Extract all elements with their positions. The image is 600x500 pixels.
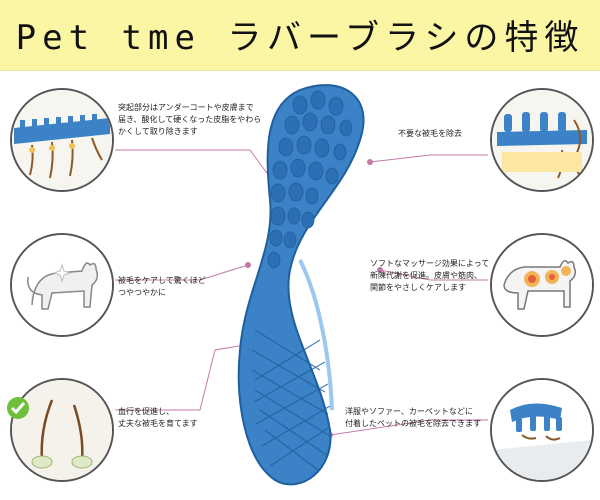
feature-3-illustration — [10, 233, 114, 337]
feature-4-line-1: ソフトなマッサージ効果によって — [370, 259, 490, 268]
feature-3-line-2: つやつやかに — [118, 288, 166, 297]
feature-2-line-1: 不要な被毛を除去 — [398, 129, 462, 138]
feature-1-line-3: かくして取り除きます — [118, 127, 198, 136]
shiny-cat-icon — [12, 235, 112, 335]
feature-6-line-1: 洋服やソファー、カーペットなどに — [345, 407, 473, 416]
feature-5-caption: 血行を促進し、 丈夫な被毛を育てます — [118, 406, 198, 430]
brush-product-image — [115, 84, 488, 486]
feature-1-line-2: 届き、酸化して硬くなった皮脂をやわら — [118, 115, 262, 124]
feature-1-illustration — [10, 88, 114, 192]
checkmark-icon — [7, 397, 29, 419]
feature-6-line-2: 付着したペットの被毛を除去できます — [345, 419, 481, 428]
feature-1-caption: 突起部分はアンダーコートや皮膚まで 届き、酸化して硬くなった皮脂をやわら かくし… — [118, 102, 261, 138]
feature-3-line-1: 被毛をケアして驚くほど — [118, 276, 206, 285]
feature-5-line-2: 丈夫な被毛を育てます — [118, 419, 198, 428]
feature-2-illustration — [490, 88, 594, 192]
feature-4-caption: ソフトなマッサージ効果によって 新陳代謝を促進。皮膚や筋肉、 関節をやさしくケア… — [370, 258, 489, 294]
feature-5-line-1: 血行を促進し、 — [118, 407, 174, 416]
feature-5-illustration — [10, 378, 114, 482]
feature-2-caption: 不要な被毛を除去 — [398, 128, 462, 140]
brush-removing-hair-icon — [492, 90, 592, 190]
feature-4-line-3: 関節をやさしくケアします — [370, 283, 466, 292]
healthy-hair-check-icon — [12, 380, 112, 480]
rubber-brush — [237, 84, 365, 486]
feature-4-illustration — [490, 233, 594, 337]
feature-3-caption: 被毛をケアして驚くほど つやつやかに — [118, 275, 206, 299]
feature-1-line-1: 突起部分はアンダーコートや皮膚まで — [118, 103, 254, 112]
carpet-brush-icon — [492, 380, 592, 480]
header-banner: Pet tme ラバーブラシの特徴 — [0, 0, 600, 71]
massage-cat-icon — [492, 235, 592, 335]
connector-lines — [115, 149, 488, 436]
feature-4-line-2: 新陳代謝を促進。皮膚や筋肉、 — [370, 271, 482, 280]
brush-teeth-hair-icon — [12, 90, 112, 190]
feature-6-illustration — [490, 378, 594, 482]
page-title: Pet tme ラバーブラシの特徴 — [15, 18, 585, 58]
feature-diagram: 突起部分はアンダーコートや皮膚まで 届き、酸化して硬くなった皮脂をやわら かくし… — [0, 70, 600, 500]
feature-6-caption: 洋服やソファー、カーペットなどに 付着したペットの被毛を除去できます — [345, 406, 481, 430]
